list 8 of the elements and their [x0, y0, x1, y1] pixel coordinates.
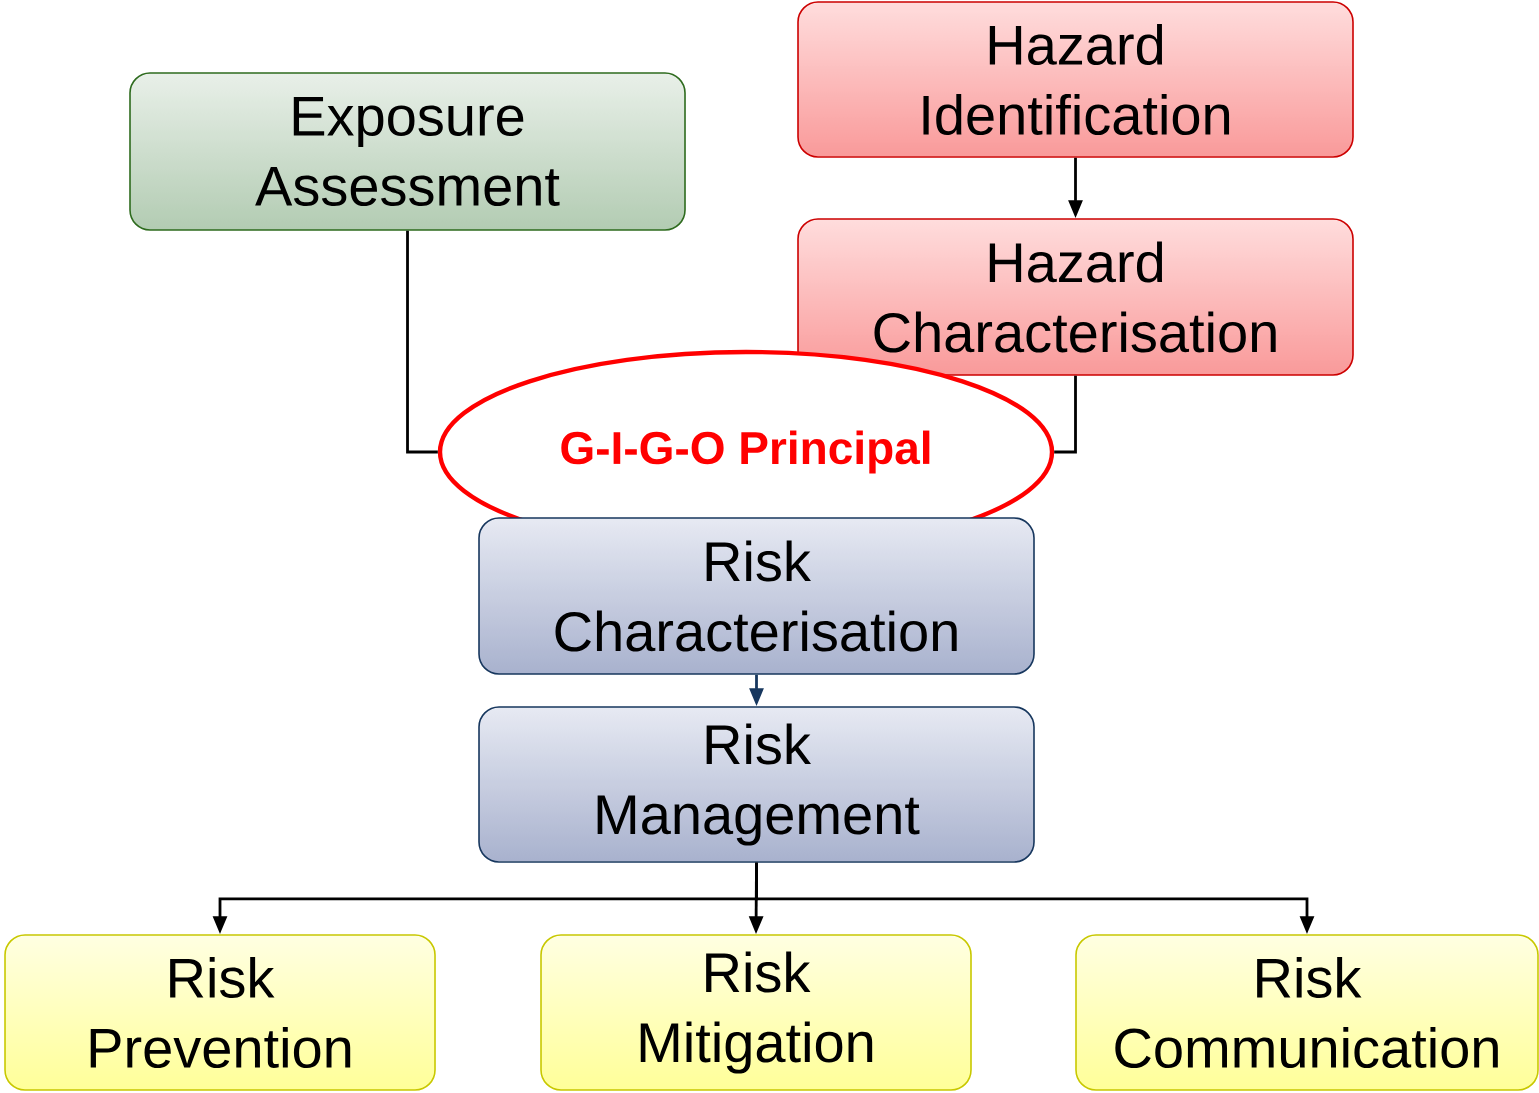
process-box: Risk Management — [478, 706, 1035, 863]
process-box: Risk Characterisation — [478, 517, 1035, 675]
process-box: Hazard Characterisation — [797, 218, 1354, 376]
process-box: Risk Mitigation — [540, 934, 972, 1091]
process-box: Risk Prevention — [4, 934, 436, 1091]
process-box: Hazard Identification — [797, 1, 1354, 158]
process-box: Exposure Assessment — [129, 72, 686, 231]
process-box: Risk Communication — [1075, 934, 1539, 1091]
